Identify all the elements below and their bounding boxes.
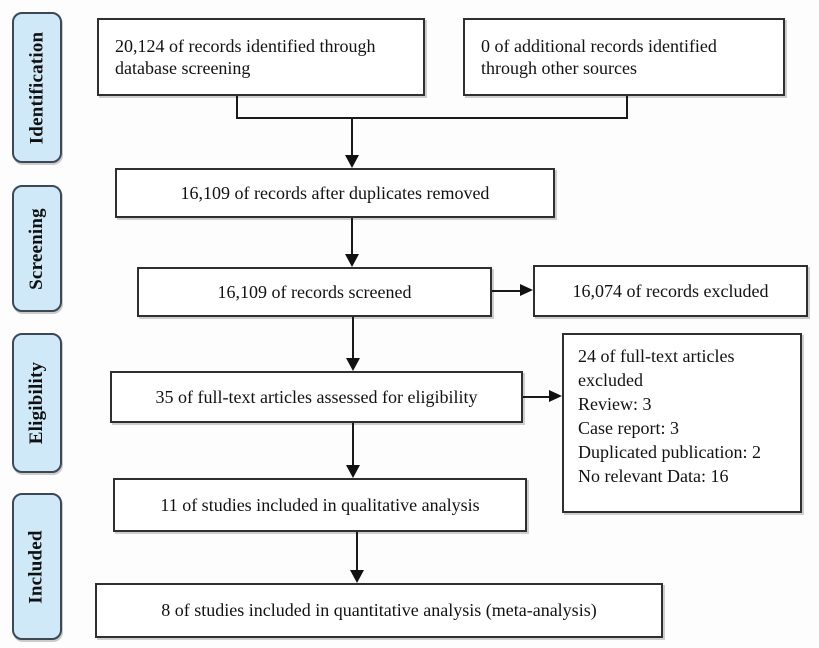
box-qualitative-analysis-text: 11 of studies included in qualitative an… [160, 494, 480, 515]
arrow-to-quantitative-head [350, 570, 364, 583]
arrow-to-assessed-line [352, 317, 354, 361]
box-quantitative-analysis: 8 of studies included in quantitative an… [95, 583, 663, 638]
arrow-to-qualitative-head [346, 465, 360, 478]
connector-merge-line [236, 117, 628, 119]
arrow-to-excluded-line [492, 290, 522, 292]
arrow-to-duplicates-line [351, 117, 353, 155]
arrow-to-duplicates-head [345, 155, 359, 168]
stage-screening-label: Screening [26, 207, 48, 290]
arrow-to-screened-line [351, 218, 353, 255]
box-records-identified: 20,124 of records identified through dat… [97, 18, 425, 96]
box-records-excluded-text: 16,074 of records excluded [572, 280, 769, 301]
box-fulltext-assessed: 35 of full-text articles assessed for el… [110, 371, 523, 423]
box-fulltext-assessed-text: 35 of full-text articles assessed for el… [155, 386, 478, 407]
box-fulltext-excluded: 24 of full-text articles excluded Review… [562, 333, 802, 513]
connector-left-drop [236, 96, 238, 119]
arrow-to-quantitative-line [356, 532, 358, 571]
fulltext-excluded-reason: No relevant Data: 16 [578, 465, 729, 486]
stage-included-label: Included [26, 529, 48, 604]
stage-eligibility: Eligibility [12, 333, 62, 473]
box-duplicates-removed: 16,109 of records after duplicates remov… [115, 168, 555, 218]
arrow-to-qualitative-line [352, 423, 354, 466]
stage-included: Included [12, 493, 62, 640]
box-qualitative-analysis: 11 of studies included in qualitative an… [113, 478, 527, 532]
stage-screening: Screening [12, 185, 62, 312]
arrow-to-assessed-head [346, 358, 360, 371]
stage-identification-label: Identification [26, 31, 47, 144]
fulltext-excluded-reason: Review: 3 [578, 393, 652, 414]
box-additional-records-text: 0 of additional records identified throu… [481, 35, 717, 79]
box-duplicates-removed-text: 16,109 of records after duplicates remov… [180, 182, 490, 203]
arrow-to-screened-head [345, 254, 359, 267]
stage-identification: Identification [12, 12, 62, 163]
box-quantitative-analysis-text: 8 of studies included in quantitative an… [161, 600, 597, 621]
box-records-screened: 16,109 of records screened [137, 267, 492, 317]
connector-right-drop [626, 96, 628, 119]
box-records-identified-text: 20,124 of records identified through dat… [115, 35, 376, 79]
box-additional-records: 0 of additional records identified throu… [463, 18, 785, 96]
arrow-to-fulltext-excluded-head [549, 390, 562, 402]
box-records-screened-text: 16,109 of records screened [217, 281, 412, 302]
box-records-excluded: 16,074 of records excluded [533, 265, 808, 317]
fulltext-excluded-reason: Duplicated publication: 2 [578, 441, 761, 462]
box-fulltext-excluded-heading: 24 of full-text articles excluded [578, 346, 735, 390]
arrow-to-fulltext-excluded-line [523, 396, 551, 398]
stage-eligibility-label: Eligibility [26, 361, 48, 445]
fulltext-excluded-reason: Case report: 3 [578, 417, 679, 438]
arrow-to-excluded-head [520, 284, 533, 296]
